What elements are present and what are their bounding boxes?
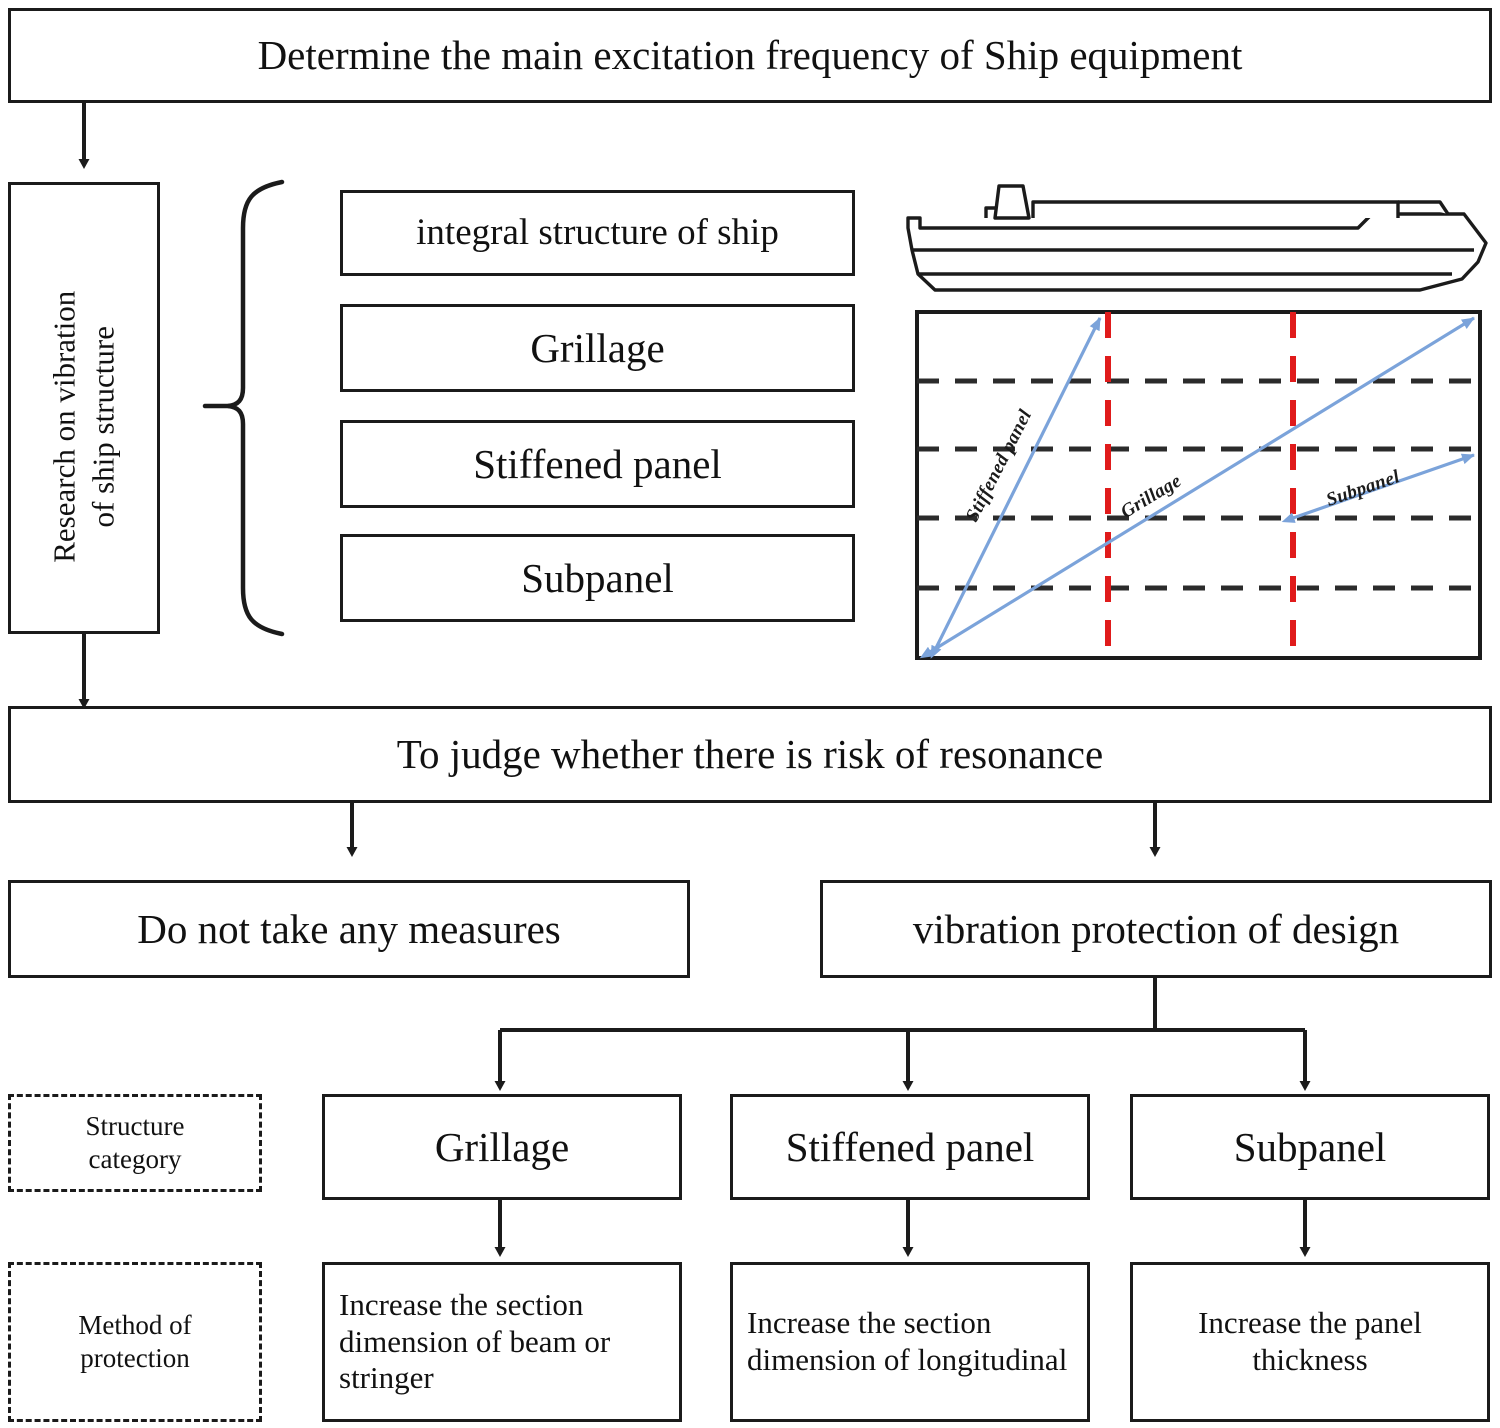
legend-structure-category-line-1: Structure [85,1111,185,1142]
box-branch-method-subpanel[interactable]: Increase the panel thickness [1130,1262,1490,1422]
box-determine-excitation-frequency-label: Determine the main excitation frequency … [257,32,1243,79]
box-branch-category-stiffened-panel[interactable]: Stiffened panel [730,1094,1090,1200]
box-branch-category-grillage-label: Grillage [434,1123,570,1170]
box-judge-resonance-risk[interactable]: To judge whether there is risk of resona… [8,706,1492,803]
legend-method-of-protection: Method of protection [8,1262,262,1422]
box-structure-level-integral-label: integral structure of ship [416,212,779,254]
legend-structure-category: Structure category [8,1094,262,1192]
box-vibration-protection-of-design[interactable]: vibration protection of design [820,880,1492,978]
box-structure-level-subpanel[interactable]: Subpanel [340,534,855,622]
research-label-line-2: of ship structure [85,326,120,528]
research-label-line-1: Research on vibration [46,290,82,563]
box-structure-level-grillage[interactable]: Grillage [340,304,855,392]
box-do-not-take-measures[interactable]: Do not take any measures [8,880,690,978]
panel-arrow-label-subpanel: Subpanel [1323,466,1403,511]
box-vibration-protection-of-design-label: vibration protection of design [912,905,1400,952]
legend-structure-category-line-2: category [88,1144,182,1174]
box-structure-level-integral[interactable]: integral structure of ship [340,190,855,276]
box-branch-category-grillage[interactable]: Grillage [322,1094,682,1200]
box-branch-method-grillage[interactable]: Increase the section dimension of beam o… [322,1262,682,1422]
box-structure-level-stiffened-panel-label: Stiffened panel [473,440,722,487]
box-branch-method-stiffened-panel-label: Increase the section dimension of longit… [747,1305,1068,1377]
box-judge-resonance-risk-label: To judge whether there is risk of resona… [396,731,1104,778]
box-do-not-take-measures-label: Do not take any measures [137,905,561,952]
box-structure-level-stiffened-panel[interactable]: Stiffened panel [340,420,855,508]
structure-group-brace [202,179,285,637]
box-research-on-vibration[interactable] [8,182,160,634]
panel-vertical-dashed-lines [1105,312,1296,658]
box-structure-level-subpanel-label: Subpanel [521,554,674,601]
arrow-stiffened-panel-extent [930,317,1102,659]
legend-method-of-protection-line-2: protection [80,1343,190,1373]
panel-arrow-label-grillage: Grillage [1117,470,1186,523]
box-branch-category-subpanel-label: Subpanel [1233,1123,1387,1170]
box-branch-category-stiffened-panel-label: Stiffened panel [785,1123,1035,1170]
box-branch-category-subpanel[interactable]: Subpanel [1130,1094,1490,1200]
ship-illustration [906,184,1488,292]
box-branch-method-stiffened-panel[interactable]: Increase the section dimension of longit… [730,1262,1090,1422]
panel-arrow-label-stiffened-panel: Stiffened panel [961,406,1037,526]
box-determine-excitation-frequency[interactable]: Determine the main excitation frequency … [8,8,1492,103]
box-branch-method-grillage-label: Increase the section dimension of beam o… [339,1287,611,1396]
legend-method-of-protection-line-1: Method of [78,1310,192,1341]
box-research-on-vibration-label: Research on vibration of ship structure [45,267,123,587]
box-structure-level-grillage-label: Grillage [530,324,665,371]
box-branch-method-subpanel-label: Increase the panel thickness [1198,1305,1422,1377]
